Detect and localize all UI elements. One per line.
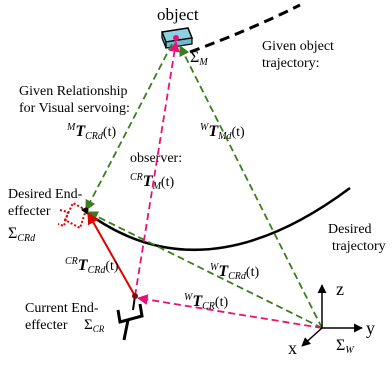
desired-trajectory-line2: trajectory <box>332 239 386 254</box>
magenta-line-current-to-object <box>134 40 180 297</box>
desired-frame-label: ΣCRd <box>8 225 36 244</box>
given-relationship-label: Given Relationship for Visual servoing: <box>19 84 131 116</box>
green-line-world-to-object <box>179 45 323 329</box>
current-end-effecter-point <box>132 293 138 299</box>
desired-end-effecter-line1: Desired End- <box>8 187 83 202</box>
current-end-effecter-label: Current End- effecter <box>25 301 102 333</box>
observer-label: observer: <box>130 151 182 166</box>
transform-cr-m-label: CRTM(t) <box>130 172 174 192</box>
transform-w-md-label: WTMd(t) <box>200 122 245 142</box>
current-frame-label: ΣCR <box>84 317 105 334</box>
current-end-effecter-line2: effecter <box>25 318 68 333</box>
given-object-trajectory-label: Given object trajectory: <box>262 39 337 71</box>
world-frame-label: ΣW <box>336 337 355 356</box>
world-frame-axes <box>301 284 363 347</box>
current-end-effecter-line1: Current End- <box>25 301 99 316</box>
given-object-trajectory-line2: trajectory: <box>262 56 320 71</box>
green-line-object-to-desired <box>85 43 173 211</box>
transform-w-crd-label: WTCRd(t) <box>210 262 259 282</box>
desired-trajectory-arc <box>81 186 351 252</box>
desired-end-effecter-label: Desired End- effecter <box>8 187 86 219</box>
object-box <box>160 27 194 49</box>
desired-end-effecter-line2: effecter <box>8 204 51 219</box>
object-origin-dot <box>173 35 179 41</box>
object-frame-label: ΣM <box>190 49 208 68</box>
magenta-line-world-to-current <box>136 294 323 329</box>
current-end-effecter-gripper <box>116 295 144 341</box>
axis-y-label: y <box>366 318 375 338</box>
axis-z-label: z <box>336 279 344 299</box>
given-relationship-line1: Given Relationship <box>19 84 128 99</box>
given-object-trajectory-line1: Given object <box>262 39 334 54</box>
transform-cr-crd-label: CRTCRd(t) <box>65 256 119 276</box>
axis-x-arrow <box>301 327 323 347</box>
desired-end-effecter-point <box>83 207 89 213</box>
axis-x-label: x <box>288 338 297 358</box>
red-line-current-to-desired <box>87 211 136 297</box>
desired-trajectory-label: Desired trajectory <box>328 222 386 254</box>
desired-end-effecter-gripper <box>57 201 87 230</box>
transform-w-cr-label: WTCR(t) <box>184 292 228 312</box>
object-label: object <box>157 5 199 24</box>
desired-trajectory-line1: Desired <box>328 222 372 237</box>
given-relationship-line2: for Visual servoing: <box>19 101 130 116</box>
transform-m-crd-label: MTCRd(t) <box>66 122 116 142</box>
